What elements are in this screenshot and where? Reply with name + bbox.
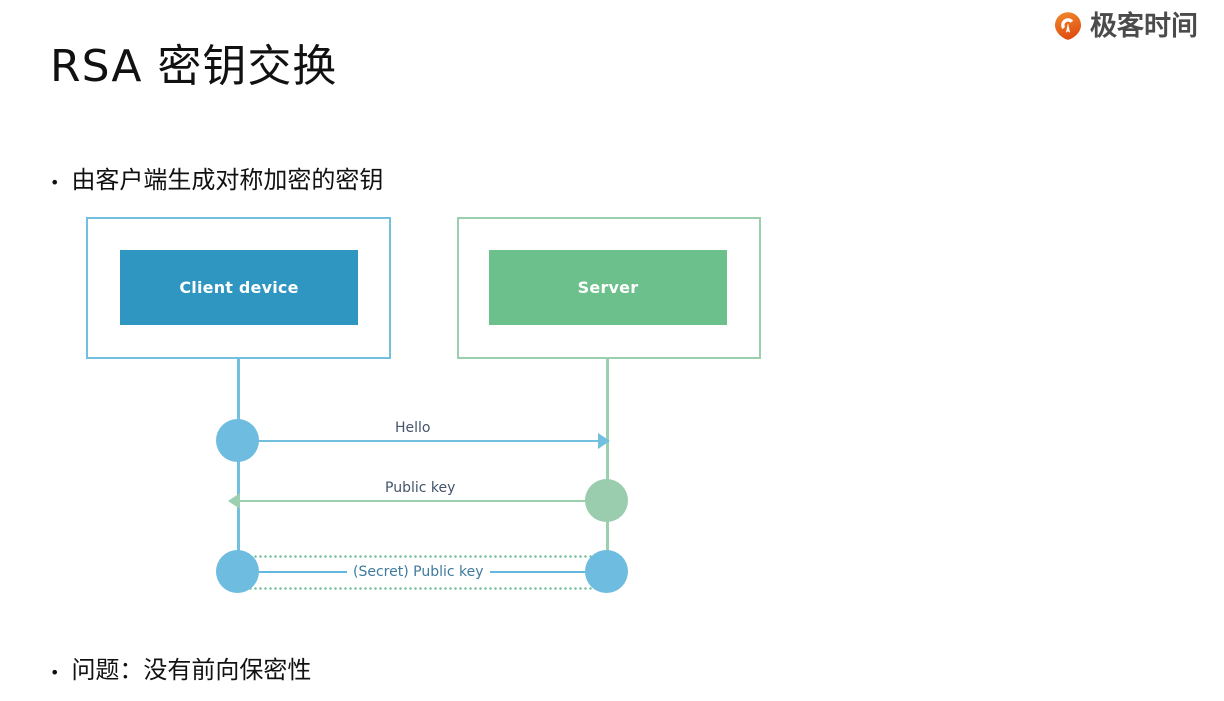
bullet-text: 由客户端生成对称加密的密钥 bbox=[71, 166, 384, 194]
actor-dot-client-secret bbox=[216, 550, 259, 593]
brand-name: 极客时间 bbox=[1090, 10, 1198, 42]
bullet-marker: • bbox=[50, 173, 60, 192]
lifeline-client bbox=[237, 358, 240, 582]
arrow-left-icon-public-key bbox=[228, 493, 240, 509]
bullet-item-2: • 问题：没有前向保密性 bbox=[50, 650, 311, 685]
node-server-frame bbox=[457, 217, 761, 359]
actor-dot-server-public-key bbox=[585, 479, 628, 522]
message-public-key-label: Public key bbox=[385, 480, 456, 496]
geektime-drop-icon bbox=[1053, 11, 1083, 41]
lifeline-server bbox=[606, 358, 609, 582]
actor-dot-server-secret bbox=[585, 550, 628, 593]
page-title: RSA 密钥交换 bbox=[50, 41, 338, 92]
encrypted-channel-rail-top bbox=[243, 555, 601, 558]
bullet-marker: • bbox=[50, 663, 60, 682]
message-hello-label: Hello bbox=[395, 420, 431, 436]
message-hello-line bbox=[253, 440, 608, 442]
node-client-device-label: Client device bbox=[120, 250, 358, 325]
node-client-device-frame bbox=[86, 217, 391, 359]
encrypted-channel-rail-bottom bbox=[243, 587, 601, 590]
message-secret-public-key-label: (Secret) Public key bbox=[347, 564, 490, 580]
message-public-key-line bbox=[237, 500, 592, 502]
actor-dot-client-hello bbox=[216, 419, 259, 462]
bullet-item-1: • 由客户端生成对称加密的密钥 bbox=[50, 160, 383, 195]
arrow-right-icon-hello bbox=[598, 433, 610, 449]
node-server-label: Server bbox=[489, 250, 727, 325]
brand-logo: 极客时间 bbox=[1053, 8, 1198, 44]
message-secret-public-key-line bbox=[237, 571, 607, 573]
bullet-text: 问题：没有前向保密性 bbox=[71, 656, 312, 684]
